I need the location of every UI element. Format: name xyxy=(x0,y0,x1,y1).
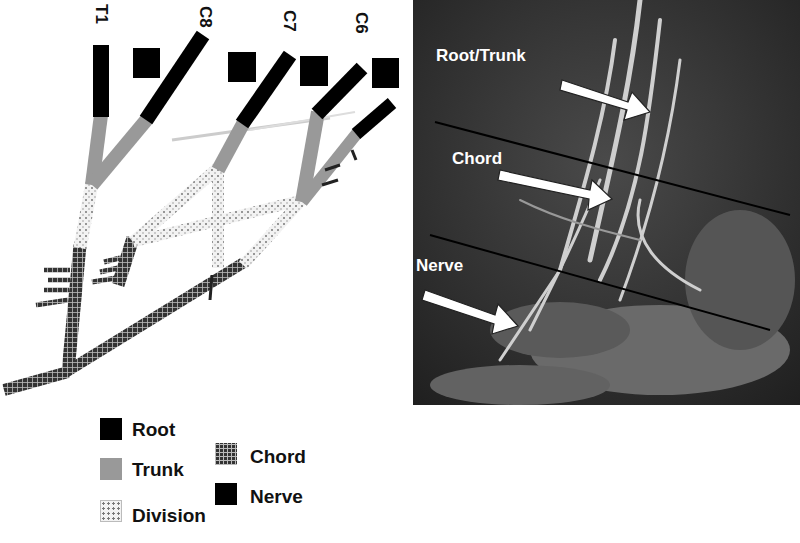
legend-swatch xyxy=(215,483,237,505)
root-level-label: C7 xyxy=(281,10,298,32)
legend-text: Root xyxy=(132,420,175,439)
root-level-label: C8 xyxy=(197,6,214,28)
root-level-label: T1 xyxy=(93,4,110,24)
legend-swatch xyxy=(100,458,122,480)
legend-swatch xyxy=(215,443,237,465)
photo-label: Nerve xyxy=(416,257,463,274)
root-level-label: C6 xyxy=(353,12,370,34)
legend-text: Trunk xyxy=(132,460,184,479)
legend-swatch xyxy=(100,418,122,440)
legend-text: Division xyxy=(132,506,206,525)
photo-label: Root/Trunk xyxy=(436,47,526,64)
legend-text: Chord xyxy=(250,447,306,466)
legend-text: Nerve xyxy=(250,487,303,506)
legend-swatch xyxy=(100,500,122,522)
photo-label: Chord xyxy=(452,150,502,167)
